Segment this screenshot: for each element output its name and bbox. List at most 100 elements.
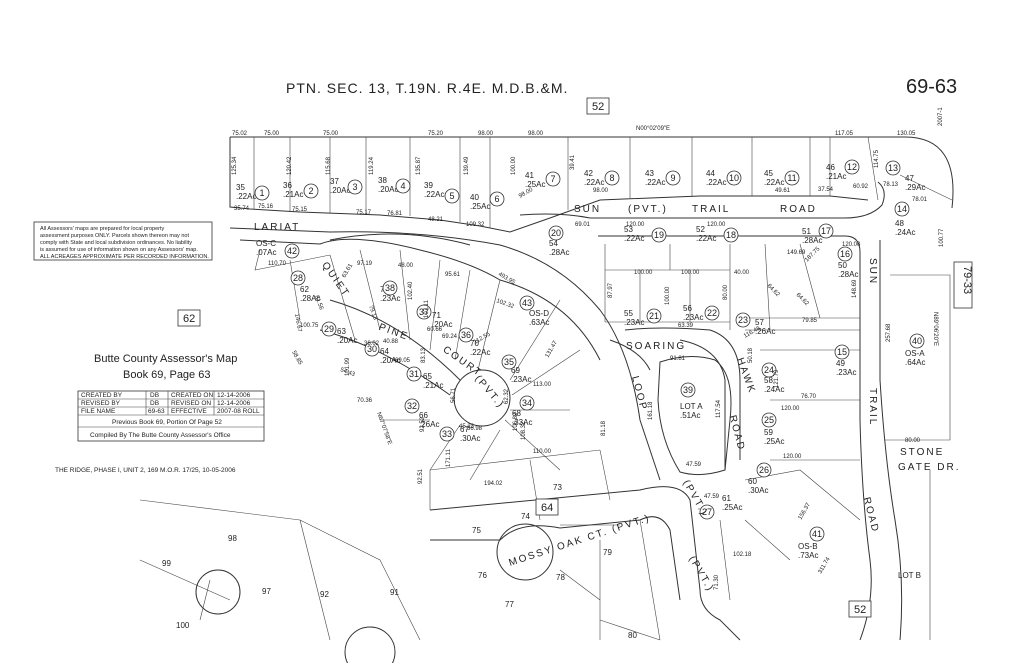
parcel-acreage: .25Ac — [764, 437, 784, 446]
parcel-number-circle — [885, 160, 901, 176]
top-page-ref-box[interactable]: 52 — [586, 97, 610, 115]
svg-text:REVISED ON: REVISED ON — [171, 400, 211, 407]
parcel-label: 37 — [330, 177, 339, 186]
dimension: 71.30 — [714, 574, 720, 590]
parcel-number-circle — [761, 362, 777, 378]
lot-number[interactable]: 73 — [553, 483, 562, 492]
lot-number[interactable]: 77 — [505, 600, 514, 609]
parcel-acreage: .24Ac — [895, 228, 915, 237]
parcel-number-circle — [404, 398, 420, 414]
parcel-number: 29 — [324, 324, 334, 334]
lot-number[interactable]: 76 — [478, 571, 487, 580]
parcel-label: 66 — [419, 411, 428, 420]
parcel-acreage: .30Ac — [460, 434, 480, 443]
parcel-label: 63 — [337, 327, 346, 336]
lot-number[interactable]: 74 — [521, 512, 530, 521]
lot-number[interactable]: 75 — [472, 526, 481, 535]
dimension: 120.00 — [707, 222, 726, 228]
lot-number[interactable]: 99 — [162, 559, 171, 568]
lot-number[interactable]: 92 — [320, 590, 329, 599]
dimension: 120.00 — [781, 406, 800, 412]
lot-number[interactable]: 80 — [628, 631, 637, 640]
bottom-page-ref-box[interactable]: 64 — [535, 498, 559, 516]
dimension: 91.81 — [670, 356, 686, 362]
parcel-label: OS-A — [905, 349, 925, 358]
map-number: 69-63 — [906, 76, 957, 98]
parcel-number-circle — [604, 170, 620, 186]
lot-number[interactable]: 78 — [556, 573, 565, 582]
street-sun: SUN — [574, 204, 601, 215]
lot-number[interactable]: 98 — [228, 534, 237, 543]
parcel-acreage: .28Ac — [838, 270, 858, 279]
right-page-ref-box[interactable]: 79-33 — [953, 261, 973, 309]
parcel-acreage: .25Ac — [722, 503, 742, 512]
lot-number[interactable]: 97 — [262, 587, 271, 596]
dimension: 75.15 — [292, 207, 308, 213]
dimension: 110.70 — [268, 261, 287, 267]
lot-number[interactable]: 79 — [603, 548, 612, 557]
svg-text:Compiled By The Butte County A: Compiled By The Butte County Assessor's … — [90, 432, 231, 439]
left-page-ref-box[interactable]: 62 — [177, 309, 201, 327]
parcel-number-circle — [519, 395, 535, 411]
parcel-number-circle — [735, 312, 751, 328]
parcel-number: 6 — [494, 194, 499, 204]
lot-number[interactable]: 100 — [176, 621, 190, 630]
dimension: 97.19 — [357, 261, 373, 267]
dimension: 115.68 — [326, 156, 332, 175]
bottom-right-page-ref-box[interactable]: 52 — [848, 600, 872, 618]
parcel-acreage: .22Ac — [470, 348, 490, 357]
dimension: 311.74 — [818, 556, 832, 575]
parcel-acreage: .25Ac — [470, 202, 490, 211]
dimension: 69.01 — [575, 222, 591, 228]
dimension: 92.51 — [418, 468, 424, 484]
dimension: 70.36 — [357, 398, 373, 404]
top-page-ref: 52 — [592, 101, 604, 113]
lot-number[interactable]: 91 — [390, 588, 399, 597]
map-title: PTN. SEC. 13, T.19N. R.4E. M.D.B.&M. — [286, 80, 568, 96]
